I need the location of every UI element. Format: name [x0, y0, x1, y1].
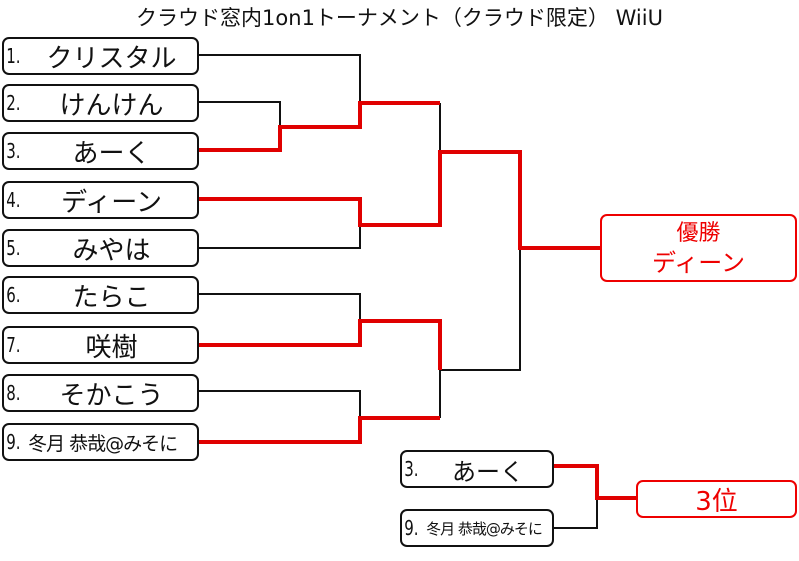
entry-box: 1. クリスタル: [2, 37, 199, 75]
entry-seed: 4.: [6, 188, 21, 212]
entry-seed: 7.: [6, 333, 21, 357]
winner-path: [198, 150, 600, 250]
entry-box: 8. そかこう: [2, 374, 199, 412]
entry-box: 5. みやは: [2, 229, 199, 267]
bracket-line: [198, 225, 361, 249]
entry-name: あーく: [72, 138, 151, 169]
champion-label: 優勝: [676, 221, 721, 246]
bracket-line: [198, 54, 361, 103]
winner-path: [198, 319, 442, 370]
entry-name: そかこう: [59, 380, 164, 411]
entry-box: 6. たらこ: [2, 276, 199, 314]
bracket-line: [198, 101, 281, 127]
entry-seed: 8.: [6, 381, 21, 405]
bracket-line: [198, 390, 361, 418]
entry-box: 7. 咲樹: [2, 326, 199, 364]
entry-box: 3. あーく: [2, 132, 199, 170]
bracket-line: [440, 248, 521, 371]
entry-name: みやは: [72, 235, 151, 266]
entry-seed: 9.: [6, 430, 21, 454]
third-place-label: 3位: [695, 486, 738, 517]
entry-name: クリスタル: [46, 43, 177, 74]
entry-seed: 3.: [404, 457, 419, 481]
entry-name: 冬月 恭哉@みそに: [28, 432, 178, 455]
entry-seed: 9.: [404, 516, 419, 540]
entry-name: けんけん: [59, 90, 164, 121]
entry-name: あーく: [452, 457, 525, 486]
entry-seed: 2.: [6, 91, 21, 115]
entry-box: 4. ディーン: [2, 181, 199, 219]
entry-box: 9. 冬月 恭哉@みそに: [2, 423, 199, 461]
entry-name: 冬月 恭哉@みそに: [426, 519, 543, 538]
entry-seed: 1.: [6, 44, 21, 68]
bracket-line: [553, 498, 598, 529]
page-title: クラウド窓内1on1トーナメント（クラウド限定） WiiU: [136, 6, 663, 30]
entry-name: 咲樹: [85, 332, 138, 363]
third-place-entry: 9. 冬月 恭哉@みそに: [400, 509, 554, 547]
champion-name: ディーン: [651, 249, 746, 277]
entry-seed: 6.: [6, 283, 21, 307]
winner-path: [553, 464, 636, 500]
entry-name: ディーン: [61, 187, 162, 218]
winner-path: [198, 416, 440, 444]
champion-box: 優勝 ディーン: [600, 214, 797, 282]
entry-seed: 3.: [6, 139, 21, 163]
bracket-line: [198, 293, 361, 321]
winner-path: [198, 101, 440, 152]
third-place-entry: 3. あーく: [400, 450, 554, 488]
third-place-box: 3位: [636, 480, 797, 518]
entry-box: 2. けんけん: [2, 84, 199, 122]
entry-name: たらこ: [72, 282, 151, 313]
entry-seed: 5.: [6, 236, 21, 260]
